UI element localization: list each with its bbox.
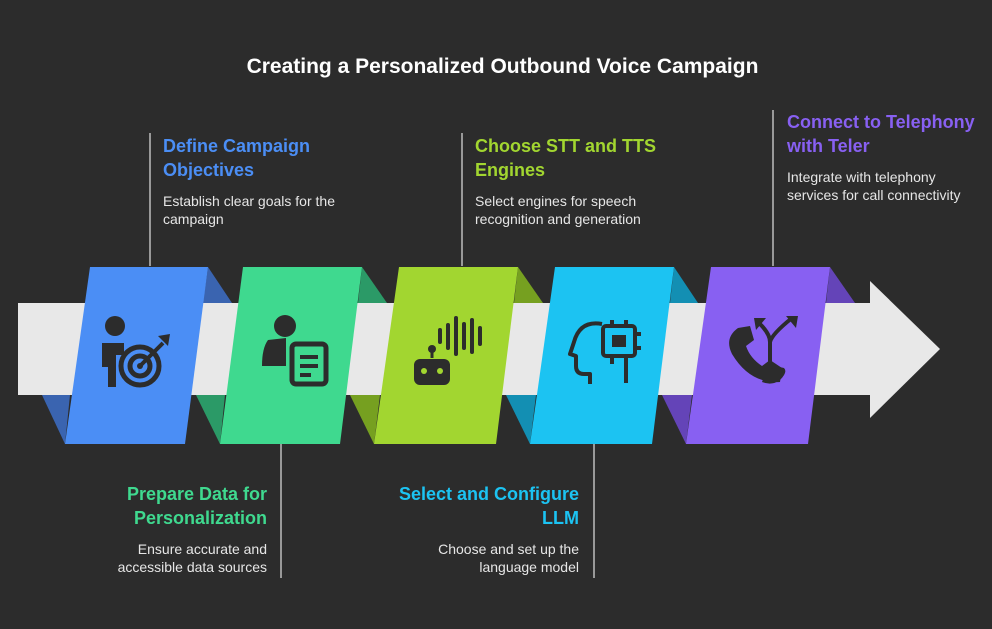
connector-lines (149, 110, 774, 578)
fold-1-bottom (42, 395, 70, 444)
robot-soundwave-icon (414, 316, 482, 385)
step-1-description: Establish clear goals for the campaign (163, 193, 335, 227)
phone-arrows-icon (729, 316, 798, 384)
fold-3-top (514, 267, 543, 303)
step-2-description: Ensure accurate and accessible data sour… (117, 541, 267, 575)
target-person-icon (102, 316, 170, 388)
step-1-heading: Define Campaign Objectives (163, 136, 311, 180)
step-1-text: Define Campaign Objectives Establish cle… (163, 134, 363, 228)
step-5-heading: Connect to Telephony with Teler (787, 112, 975, 156)
step-4-text: Select and Configure LLM Choose and set … (384, 482, 579, 576)
arrow-head (870, 281, 940, 418)
step-panels (65, 267, 830, 444)
person-document-icon (262, 315, 329, 387)
step-2-text: Prepare Data for Personalization Ensure … (72, 482, 267, 576)
step-3-text: Choose STT and TTS Engines Select engine… (475, 134, 675, 228)
step-4-heading: Select and Configure LLM (398, 484, 579, 528)
fold-4-top (670, 267, 698, 303)
fold-2-bottom (196, 395, 225, 444)
ribbon-folds (42, 267, 855, 444)
fold-4-bottom (506, 395, 536, 444)
panel-step-3 (374, 267, 518, 444)
fold-3-bottom (350, 395, 380, 444)
page-title: Creating a Personalized Outbound Voice C… (246, 55, 759, 78)
step-2-heading: Prepare Data for Personalization (126, 484, 267, 528)
fold-2-top (358, 267, 387, 303)
step-4-description: Choose and set up the language model (438, 541, 579, 575)
fold-1-top (203, 267, 232, 303)
step-5-description: Integrate with telephony services for ca… (787, 169, 961, 203)
step-3-heading: Choose STT and TTS Engines (475, 136, 657, 180)
fold-5-bottom (662, 395, 692, 444)
fold-5-top (826, 267, 855, 303)
panel-step-5 (686, 267, 830, 444)
step-3-description: Select engines for speech recognition an… (475, 193, 641, 227)
head-chip-icon (568, 320, 641, 384)
step-5-text: Connect to Telephony with Teler Integrat… (787, 110, 982, 204)
